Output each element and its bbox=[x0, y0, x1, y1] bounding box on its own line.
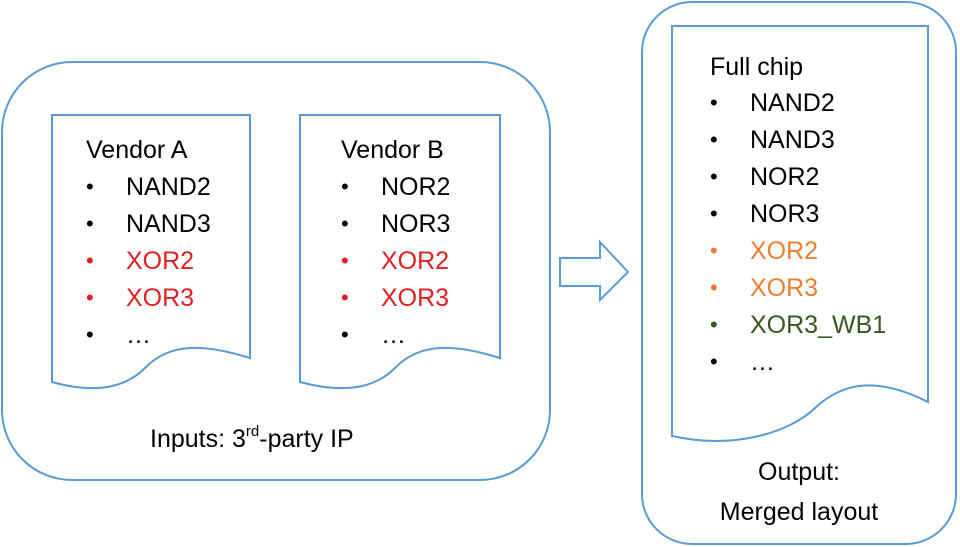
transform-arrow-icon bbox=[559, 239, 630, 303]
cell-name: XOR2 bbox=[750, 237, 819, 265]
bullet-icon: • bbox=[710, 275, 718, 300]
cell-name: NOR3 bbox=[381, 210, 451, 238]
output-caption-line2: Merged layout bbox=[719, 498, 879, 526]
cell-name: NOR3 bbox=[750, 200, 820, 228]
inputs-caption-prefix: Inputs: 3 bbox=[150, 425, 246, 453]
inputs-caption: Inputs: 3rd-party IP bbox=[150, 420, 354, 462]
vendor-b-title: Vendor B bbox=[341, 136, 444, 164]
output-caption: Output: Merged layout bbox=[642, 452, 956, 532]
bullet-icon: • bbox=[86, 322, 94, 347]
bullet-icon: • bbox=[86, 285, 94, 310]
cell-name: NAND2 bbox=[126, 173, 211, 201]
bullet-icon: • bbox=[710, 312, 718, 337]
cell-name: … bbox=[126, 321, 151, 349]
cell-name: XOR2 bbox=[381, 247, 450, 275]
bullet-icon: • bbox=[710, 201, 718, 226]
vendor-a-title: Vendor A bbox=[86, 136, 188, 164]
cell-name: NAND3 bbox=[750, 126, 835, 154]
cell-name: XOR3 bbox=[381, 284, 450, 312]
bullet-icon: • bbox=[710, 164, 718, 189]
bullet-icon: • bbox=[710, 349, 718, 374]
cell-name: XOR3 bbox=[126, 284, 195, 312]
output-caption-line1: Output: bbox=[758, 458, 840, 486]
bullet-icon: • bbox=[341, 248, 349, 273]
cell-name: NAND2 bbox=[750, 89, 835, 117]
bullet-icon: • bbox=[341, 211, 349, 236]
bullet-icon: • bbox=[710, 127, 718, 152]
bullet-icon: • bbox=[341, 285, 349, 310]
bullet-icon: • bbox=[710, 90, 718, 115]
vendor-a-document-shape bbox=[51, 114, 251, 390]
cell-name: … bbox=[750, 348, 775, 376]
cell-name: XOR2 bbox=[126, 247, 195, 275]
cell-name: XOR3 bbox=[750, 274, 819, 302]
bullet-icon: • bbox=[341, 322, 349, 347]
cell-name: NOR2 bbox=[750, 163, 820, 191]
cell-name: XOR3_WB1 bbox=[750, 311, 887, 339]
cell-name: NOR2 bbox=[381, 173, 451, 201]
bullet-icon: • bbox=[341, 174, 349, 199]
full-chip-title: Full chip bbox=[710, 53, 804, 81]
bullet-icon: • bbox=[86, 174, 94, 199]
bullet-icon: • bbox=[86, 248, 94, 273]
inputs-caption-superscript: rd bbox=[245, 423, 260, 440]
full-chip-document-shape bbox=[671, 25, 929, 442]
inputs-caption-suffix: -party IP bbox=[259, 425, 354, 453]
bullet-icon: • bbox=[86, 211, 94, 236]
bullet-icon: • bbox=[710, 238, 718, 263]
cell-name: NAND3 bbox=[126, 210, 211, 238]
vendor-b-document-shape bbox=[299, 114, 501, 390]
cell-name: … bbox=[381, 321, 406, 349]
